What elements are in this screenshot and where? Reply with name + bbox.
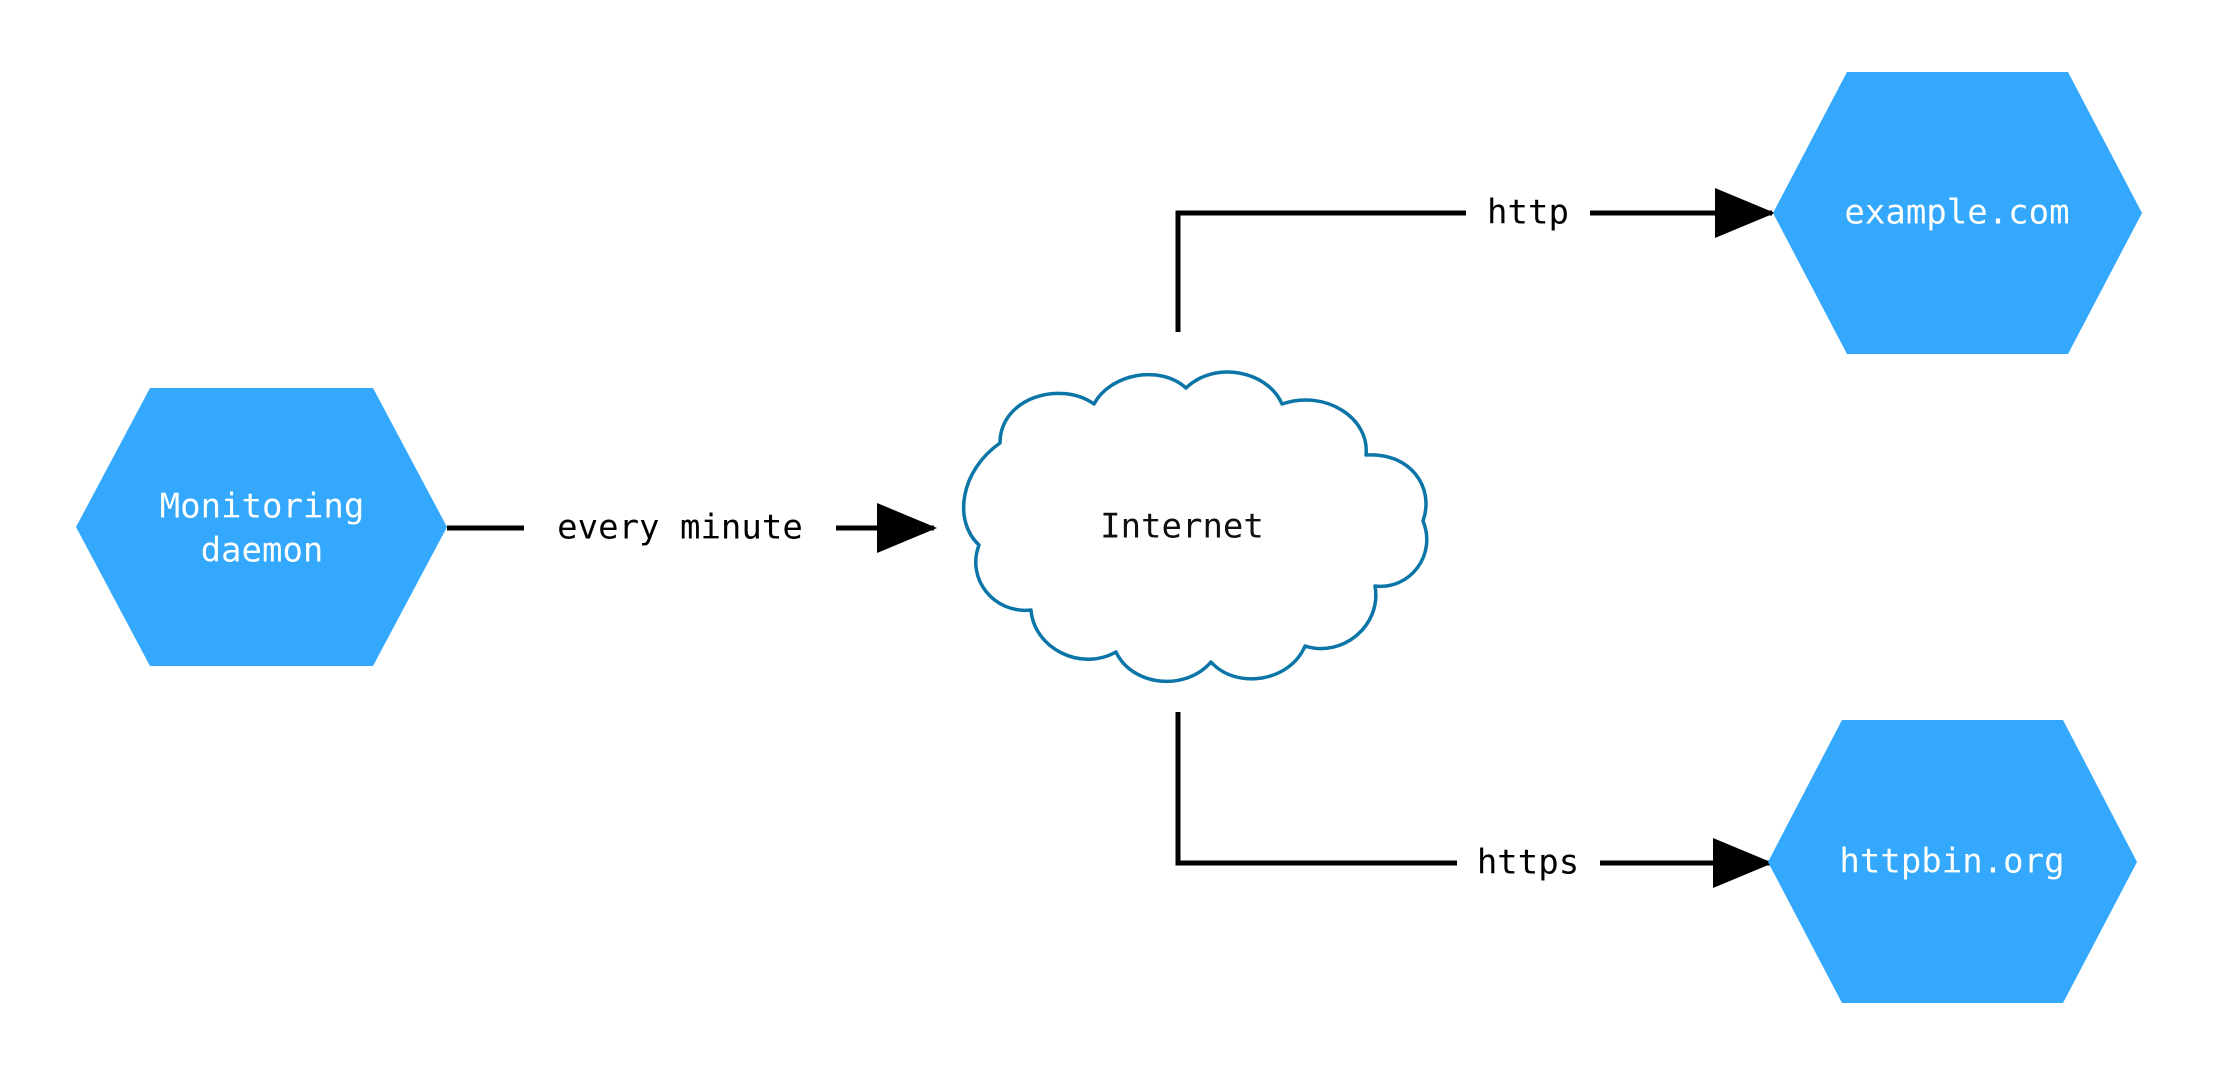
edge-line-http-elbow: [1175, 210, 1466, 332]
internet-label: Internet: [1100, 507, 1264, 547]
edge-label-https: https: [1477, 843, 1579, 883]
httpbin-org-hexagon-shape[interactable]: [1768, 720, 2137, 1003]
node-httpbin-org[interactable]: httpbin.org: [1768, 720, 2137, 1003]
example-com-hexagon-shape[interactable]: [1773, 72, 2142, 354]
edge-daemon-to-internet: every minute: [447, 503, 938, 553]
edge-line-https-elbow: [1175, 712, 1457, 866]
edge-label-http: http: [1487, 193, 1569, 233]
node-example-com[interactable]: example.com: [1773, 72, 2142, 354]
edge-internet-to-example: http: [1175, 188, 1776, 332]
internet-cloud-shape[interactable]: [961, 370, 1429, 684]
edge-internet-to-httpbin: https: [1175, 712, 1774, 888]
monitoring-daemon-hexagon-shape[interactable]: [76, 388, 447, 666]
httpbin-org-label: httpbin.org: [1839, 842, 2064, 882]
node-internet[interactable]: Internet: [961, 370, 1429, 684]
example-com-label: example.com: [1844, 193, 2069, 233]
monitoring-daemon-label-line1: Monitoring: [160, 487, 365, 527]
edge-label-every-minute: every minute: [557, 508, 803, 548]
node-monitoring-daemon[interactable]: Monitoring daemon: [76, 388, 447, 666]
monitoring-daemon-label-line2: daemon: [201, 531, 324, 571]
